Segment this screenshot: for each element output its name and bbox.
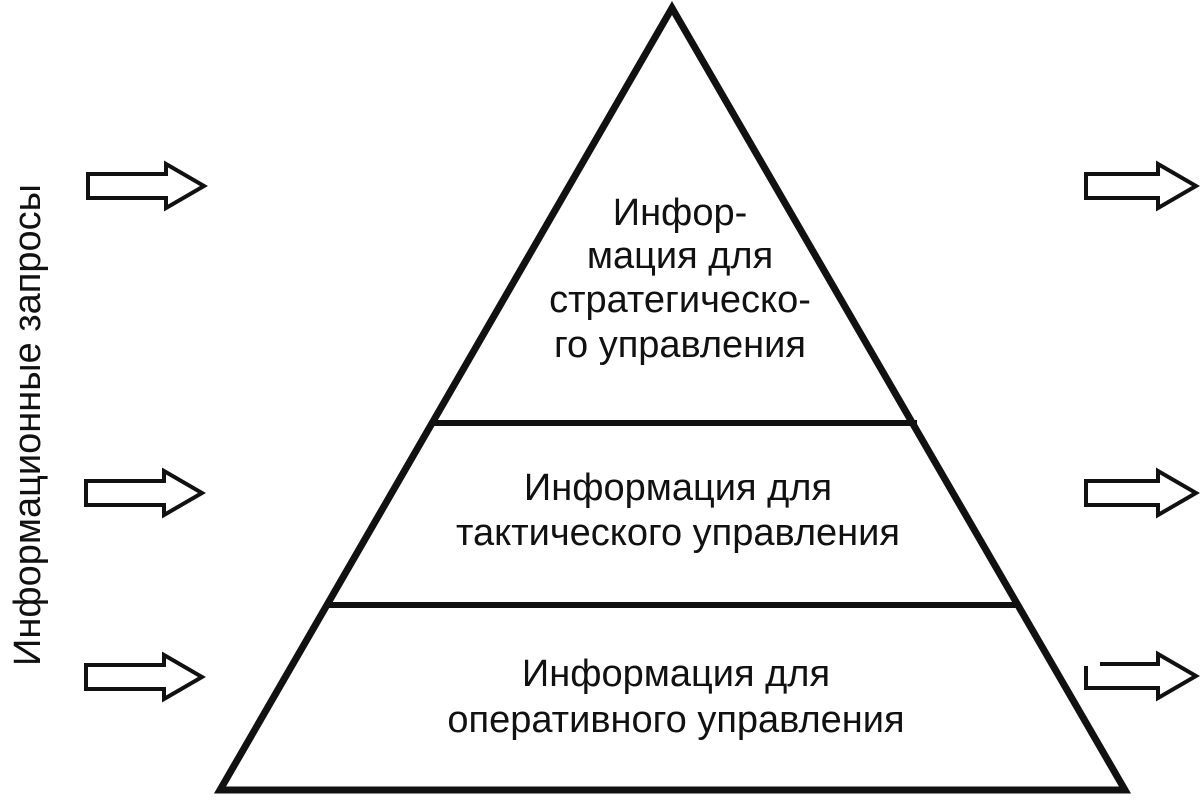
pyramid-outline (213, 1, 1132, 794)
level-tactical: Информация для тактического управления (456, 467, 900, 554)
level-strategic-line-1: Инфор- (613, 192, 747, 234)
left-arrow-tactical-icon (84, 467, 206, 519)
level-operational: Информация для оперативного управления (447, 653, 904, 741)
level-operational-line-1: Информация для (522, 653, 830, 695)
level-tactical-line-2: тактического управления (456, 512, 900, 554)
level-strategic: Инфор- мация для стратегическо- го управ… (549, 192, 811, 366)
right-arrow-operational-icon (1084, 650, 1200, 702)
right-arrow-strategic-icon (1084, 160, 1200, 212)
right-arrow-tactical-icon (1084, 467, 1200, 519)
left-arrow-operational-icon (84, 651, 206, 703)
left-arrow-strategic-icon (86, 160, 208, 212)
level-strategic-line-3: стратегическо- (549, 279, 811, 321)
level-operational-line-2: оперативного управления (447, 699, 904, 741)
level-strategic-line-4: го управления (554, 324, 806, 366)
level-strategic-line-2: мация для (587, 235, 773, 277)
level-tactical-line-1: Информация для (524, 467, 832, 509)
side-label-information-requests: Информационные запросы (7, 184, 49, 666)
